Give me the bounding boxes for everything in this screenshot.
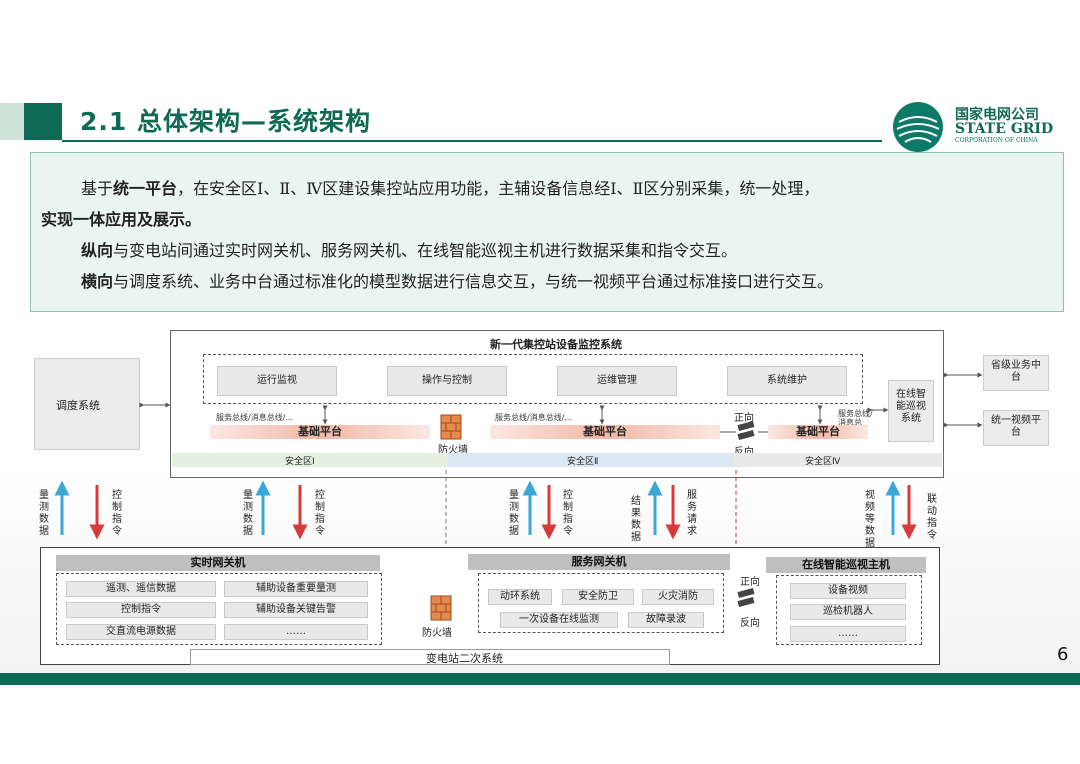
patrol-item-more: …… bbox=[790, 626, 906, 642]
forward-label-bottom: 正向 bbox=[740, 573, 760, 588]
arrow-label-3: 量测数据 bbox=[242, 490, 254, 538]
service-item-fault-record: 故障录波 bbox=[628, 612, 704, 628]
service-item-fire: 火灾消防 bbox=[642, 589, 714, 605]
substation-label: 变电站二次系统 bbox=[426, 650, 503, 666]
realtime-item-power: 交直流电源数据 bbox=[66, 624, 216, 640]
realtime-item-more: …… bbox=[224, 624, 368, 640]
patrol-item-video: 设备视频 bbox=[790, 583, 906, 599]
patrol-item-robot: 巡检机器人 bbox=[790, 604, 906, 620]
arrow-label-9: 视频等数据 bbox=[864, 490, 876, 550]
reverse-label-bottom: 反向 bbox=[740, 614, 760, 629]
page-number: 6 bbox=[1057, 644, 1068, 665]
realtime-item-aux-alarm: 辅助设备关键告警 bbox=[224, 602, 368, 618]
service-item-env: 动环系统 bbox=[488, 589, 552, 605]
arrow-label-6: 控制指令 bbox=[562, 490, 574, 538]
arrow-label-1: 量测数据 bbox=[38, 490, 50, 538]
realtime-gateway-header: 实时网关机 bbox=[56, 555, 380, 571]
footer-bar bbox=[0, 673, 1080, 685]
isolation-device-icon bbox=[736, 588, 758, 608]
service-item-security: 安全防卫 bbox=[562, 589, 634, 605]
realtime-item-control: 控制指令 bbox=[66, 602, 216, 618]
arrow-label-7: 结果数据 bbox=[630, 496, 642, 544]
arrow-label-4: 控制指令 bbox=[314, 490, 326, 538]
arrow-label-10: 联动指令 bbox=[926, 494, 938, 542]
arrow-label-8: 服务请求 bbox=[686, 490, 698, 538]
firewall-icon bbox=[430, 595, 452, 621]
service-item-online-monitor: 一次设备在线监测 bbox=[500, 612, 618, 628]
arrow-label-2: 控制指令 bbox=[111, 490, 123, 538]
arrow-label-5: 量测数据 bbox=[508, 490, 520, 538]
firewall-label-bottom: 防火墙 bbox=[422, 624, 452, 639]
patrol-host-header: 在线智能巡视主机 bbox=[766, 557, 926, 573]
service-gateway-header: 服务网关机 bbox=[468, 554, 730, 570]
realtime-item-aux-measure: 辅助设备重要量测 bbox=[224, 581, 368, 597]
realtime-item-telemetry: 遥测、遥信数据 bbox=[66, 581, 216, 597]
